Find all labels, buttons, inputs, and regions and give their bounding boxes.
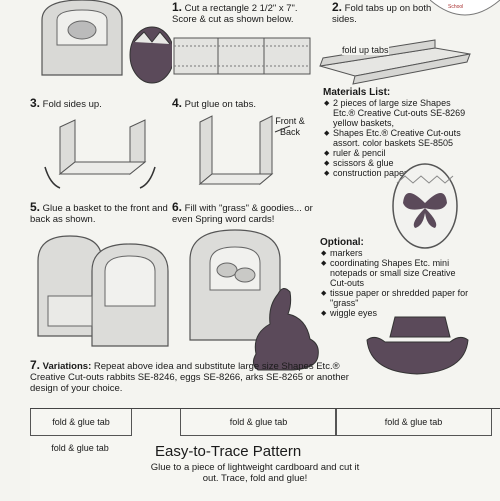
step-2-diagram — [319, 39, 471, 85]
ark-illustration — [366, 316, 469, 375]
glue-tab: fold & glue tab — [335, 409, 492, 436]
step-4: 4. Put glue on tabs. — [172, 96, 256, 110]
glue-tab: fold & glue tab — [51, 443, 109, 453]
step-6: 6. Fill with "grass" & goodies... or eve… — [172, 200, 313, 225]
step-4-diagram — [198, 115, 291, 186]
material-item: construction paper — [324, 168, 473, 179]
step-2: 2. Fold tabs up on both sides. — [332, 0, 432, 25]
step-3: 3. Fold sides up. — [30, 96, 102, 110]
material-item: scissors & glue — [324, 158, 473, 169]
pattern-subtitle: Glue to a piece of lightweight cardboard… — [150, 462, 360, 484]
brand-badge — [430, 0, 500, 16]
step-1: 1. Cut a rectangle 2 1/2" x 7". Score & … — [172, 0, 298, 25]
trace-pattern: fold & glue tab fold & glue tab fold & g… — [30, 408, 500, 501]
pattern-title: Easy-to-Trace Pattern — [155, 443, 302, 460]
optional-item: wiggle eyes — [321, 308, 470, 319]
egg-butterfly-illustration — [392, 163, 458, 249]
step-5-diagram — [37, 235, 169, 347]
step-1-diagram — [173, 37, 311, 75]
glue-tab: fold & glue tab — [180, 409, 337, 436]
optional-list: Optional: markers coordinating Shapes Et… — [320, 238, 470, 320]
materials-list: Materials List: 2 pieces of large size S… — [323, 88, 473, 180]
material-item: 2 pieces of large size Shapes Etc.® Crea… — [324, 98, 473, 128]
optional-item: tissue paper or shredded paper for "gras… — [321, 288, 470, 308]
material-item: ruler & pencil — [324, 148, 473, 159]
front-back-label: Front & Back — [275, 116, 305, 137]
step-6-diagram — [189, 229, 281, 341]
rabbit-illustration — [252, 288, 319, 371]
fold-up-tabs-label: fold up tabs — [342, 45, 389, 55]
optional-item: markers — [321, 248, 470, 259]
step-7: 7. Variations: Repeat above idea and sub… — [30, 358, 349, 394]
basket-with-chicks-illustration — [41, 0, 172, 84]
optional-item: coordinating Shapes Etc. mini notepads o… — [321, 258, 470, 288]
glue-tab: fold & glue tab — [30, 409, 132, 436]
material-item: Shapes Etc.® Creative Cut-outs assort. c… — [324, 128, 473, 148]
badge-text: School — [448, 4, 464, 10]
step-3-diagram — [44, 119, 156, 189]
step-5: 5. Glue a basket to the front and back a… — [30, 200, 168, 225]
